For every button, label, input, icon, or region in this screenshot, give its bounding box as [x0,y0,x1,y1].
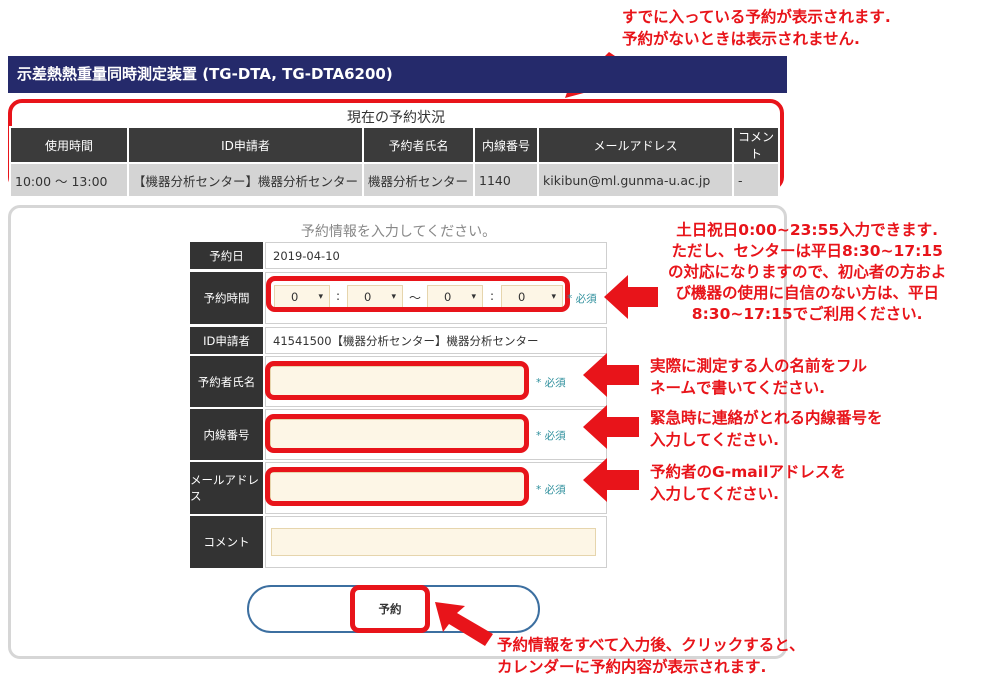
column-header: 内線番号 [473,126,540,164]
select-value: 0 [364,290,372,304]
annotation-line: 予約者のG-mailアドレスを [650,463,846,481]
name-highlight-box [265,361,529,400]
time-range-tilde: ～ [409,291,422,305]
table-cell: kikibun@ml.gunma-u.ac.jp [537,162,735,198]
id-applicant-value: 41541500【機器分析センター】機器分析センター [265,327,607,354]
annotation-name: 実際に測定する人の名前をフル ネームで書いてください. [650,355,867,399]
required-marker: * 必須 [567,293,597,305]
time-label: 予約時間 [190,272,263,324]
extension-highlight-box [265,414,529,453]
annotation-existing-reservations: すでに入っている予約が表示されます. 予約がないときは表示されません. [622,6,891,50]
comment-label: コメント [190,516,263,568]
id-applicant-label: ID申請者 [190,327,263,354]
annotation-line: ネームで書いてください. [650,379,825,397]
email-label: メールアドレス [190,462,263,514]
chevron-down-icon: ▾ [471,292,476,302]
annotation-line: すでに入っている予約が表示されます. [622,8,891,26]
annotation-extension: 緊急時に連絡がとれる内線番号を 入力してください. [650,407,883,451]
table-cell: 10:00 ～ 13:00 [9,162,129,198]
annotation-line: 8:30~17:15でご利用ください. [691,305,923,323]
chevron-down-icon: ▾ [551,292,556,302]
date-value: 2019-04-10 [265,242,607,269]
table-cell: - [732,162,781,198]
select-value: 0 [291,290,299,304]
annotation-time-rules: 土日祝日0:00~23:55入力できます. ただし、センターは平日8:30~17… [668,220,946,325]
arrow-icon [604,275,658,319]
chevron-down-icon: ▾ [391,292,396,302]
annotation-line: カレンダーに予約内容が表示されます. [497,658,767,676]
arrow-icon [435,602,493,646]
annotation-line: び機器の使用に自信のない方は、平日 [675,284,939,302]
end-minute-select[interactable]: 0▾ [501,285,563,309]
time-colon: : [336,289,341,303]
extension-label: 内線番号 [190,409,263,460]
arrow-icon [583,353,639,397]
annotation-line: 実際に測定する人の名前をフル [650,357,868,375]
comment-input[interactable] [271,528,596,556]
annotation-email: 予約者のG-mailアドレスを 入力してください. [650,461,846,505]
column-header: 使用時間 [9,126,129,164]
table-cell: 【機器分析センター】機器分析センター [126,162,365,198]
time-colon: : [490,289,495,303]
table-header-row: 使用時間 ID申請者 予約者氏名 内線番号 メールアドレス コメント [9,126,781,164]
annotation-submit: 予約情報をすべて入力後、クリックすると、 カレンダーに予約内容が表示されます. [497,634,805,678]
annotation-line: 土日祝日0:00~23:55入力できます. [676,221,939,239]
table-cell: 機器分析センター [362,162,476,198]
select-value: 0 [444,290,452,304]
chevron-down-icon: ▾ [318,292,323,302]
column-header: コメント [732,126,781,164]
required-marker: * 必須 [536,430,566,442]
column-header: メールアドレス [537,126,735,164]
arrow-icon [583,405,639,449]
arrow-icon [583,458,639,502]
end-hour-select[interactable]: 0▾ [427,285,483,309]
select-value: 0 [518,290,526,304]
name-label: 予約者氏名 [190,356,263,407]
annotation-line: 予約がないときは表示されません. [622,30,860,48]
annotation-line: ただし、センターは平日8:30~17:15 [671,242,943,260]
email-highlight-box [265,467,529,506]
annotation-line: 予約情報をすべて入力後、クリックすると、 [497,636,805,654]
date-label: 予約日 [190,242,263,269]
required-marker: * 必須 [536,377,566,389]
required-marker: * 必須 [536,484,566,496]
form-title: 予約情報を入力してください。 [300,224,497,240]
annotation-line: 入力してください. [650,431,779,449]
column-header: ID申請者 [126,126,365,164]
table-row: 10:00 ～ 13:00 【機器分析センター】機器分析センター 機器分析センタ… [9,162,781,198]
column-header: 予約者氏名 [362,126,476,164]
time-highlight-box [266,276,570,312]
table-cell: 1140 [473,162,540,198]
reserve-button[interactable]: 予約 [350,585,430,633]
current-reservations-title: 現在の予約状況 [347,110,445,126]
current-reservations-table: 使用時間 ID申請者 予約者氏名 内線番号 メールアドレス コメント 10:00… [9,126,781,198]
annotation-line: の対応になりますので、初心者の方およ [668,263,947,281]
instrument-title-bar: 示差熱熱重量同時測定装置 (TG-DTA, TG-DTA6200) [8,56,787,93]
annotation-line: 入力してください. [650,485,779,503]
annotation-line: 緊急時に連絡がとれる内線番号を [650,409,883,427]
